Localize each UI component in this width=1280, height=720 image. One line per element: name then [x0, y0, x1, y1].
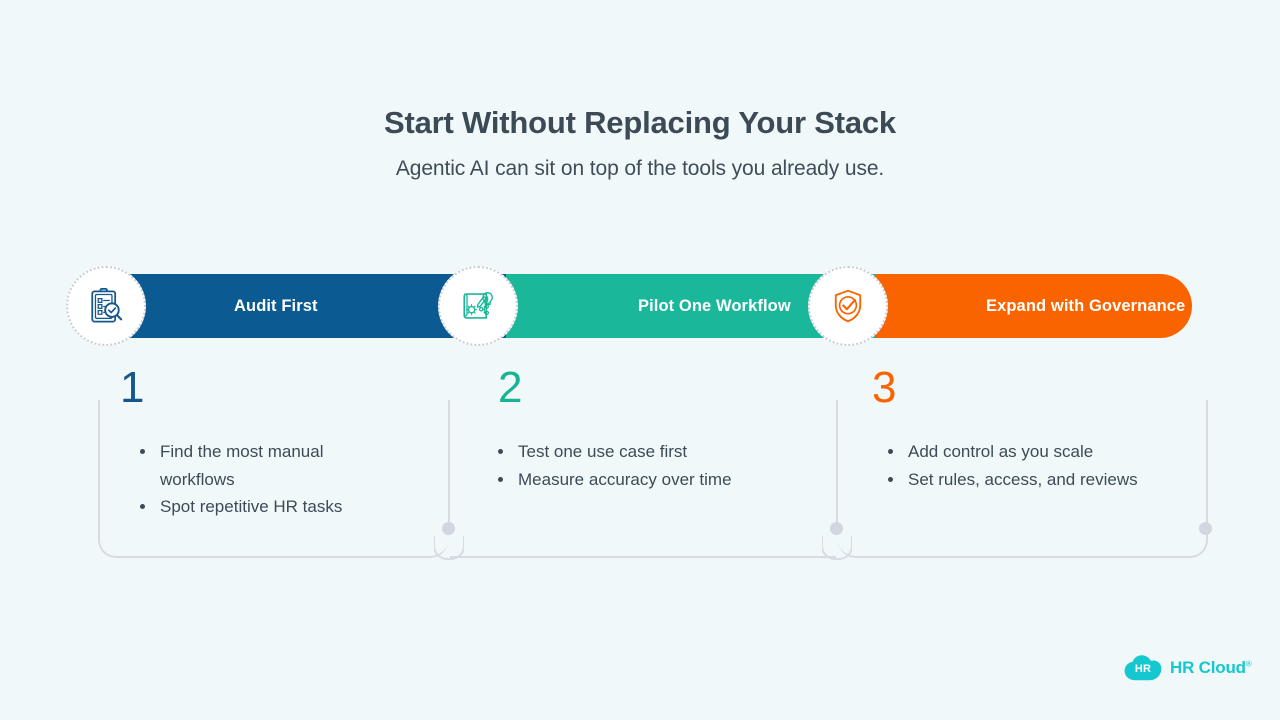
card-joiner-curve [822, 522, 852, 560]
step-bullet-list: Add control as you scale Set rules, acce… [886, 438, 1196, 493]
card-divider [836, 400, 838, 528]
card-divider [448, 400, 450, 528]
step-number: 2 [498, 363, 523, 412]
shield-check-icon [827, 285, 869, 327]
banner-segment-expand-with-governance[interactable]: Expand with Governance [876, 274, 1192, 338]
banner-segment-label: Audit First [234, 296, 318, 315]
connector-node [830, 522, 843, 535]
list-item: Measure accuracy over time [496, 466, 816, 494]
clipboard-checklist-magnifier-icon [84, 284, 128, 328]
badge-expand-with-governance [808, 266, 888, 346]
step-number: 3 [872, 363, 897, 412]
list-item: Find the most manual workflows [138, 438, 398, 493]
banner-segment-label: Pilot One Workflow [638, 296, 791, 315]
step-bullet-list: Test one use case first Measure accuracy… [496, 438, 816, 493]
card-frame [838, 400, 1208, 558]
badge-pilot-one-workflow [438, 266, 518, 346]
logo-wordmark-text: HR Cloud [1170, 658, 1246, 677]
badge-audit-first [66, 266, 146, 346]
list-item: Spot repetitive HR tasks [138, 493, 398, 521]
card-joiner-curve [434, 522, 464, 560]
connector-node [442, 522, 455, 535]
step-bullet-list: Find the most manual workflows Spot repe… [138, 438, 398, 521]
header: Start Without Replacing Your Stack Agent… [0, 104, 1280, 181]
connector-node [1199, 522, 1212, 535]
list-item: Add control as you scale [886, 438, 1196, 466]
step-number: 1 [120, 363, 145, 412]
process-banner: Audit First Pilot One Workflow Expand wi… [66, 266, 1192, 346]
card-frame [98, 400, 448, 558]
card-frame [450, 400, 836, 558]
step-card-3: 3 Add control as you scale Set rules, ac… [838, 366, 1208, 558]
step-card-1: 1 Find the most manual workflows Spot re… [98, 366, 448, 558]
page-subtitle: Agentic AI can sit on top of the tools y… [395, 157, 885, 181]
cloud-mark-text: HR [1134, 663, 1152, 675]
step-card-2: 2 Test one use case first Measure accura… [450, 366, 836, 558]
logo-wordmark: HR Cloud® [1170, 658, 1252, 678]
banner-segment-label: Expand with Governance [986, 296, 1186, 315]
page-title: Start Without Replacing Your Stack [384, 105, 896, 140]
list-item: Set rules, access, and reviews [886, 466, 1196, 494]
step-cards: 1 Find the most manual workflows Spot re… [0, 366, 1280, 566]
cloud-icon: HR [1124, 655, 1162, 681]
registered-trademark-icon: ® [1245, 659, 1252, 669]
list-item: Test one use case first [496, 438, 816, 466]
blueprint-prototype-icon [456, 284, 500, 328]
hr-cloud-logo: HR HR Cloud® [1124, 655, 1252, 681]
